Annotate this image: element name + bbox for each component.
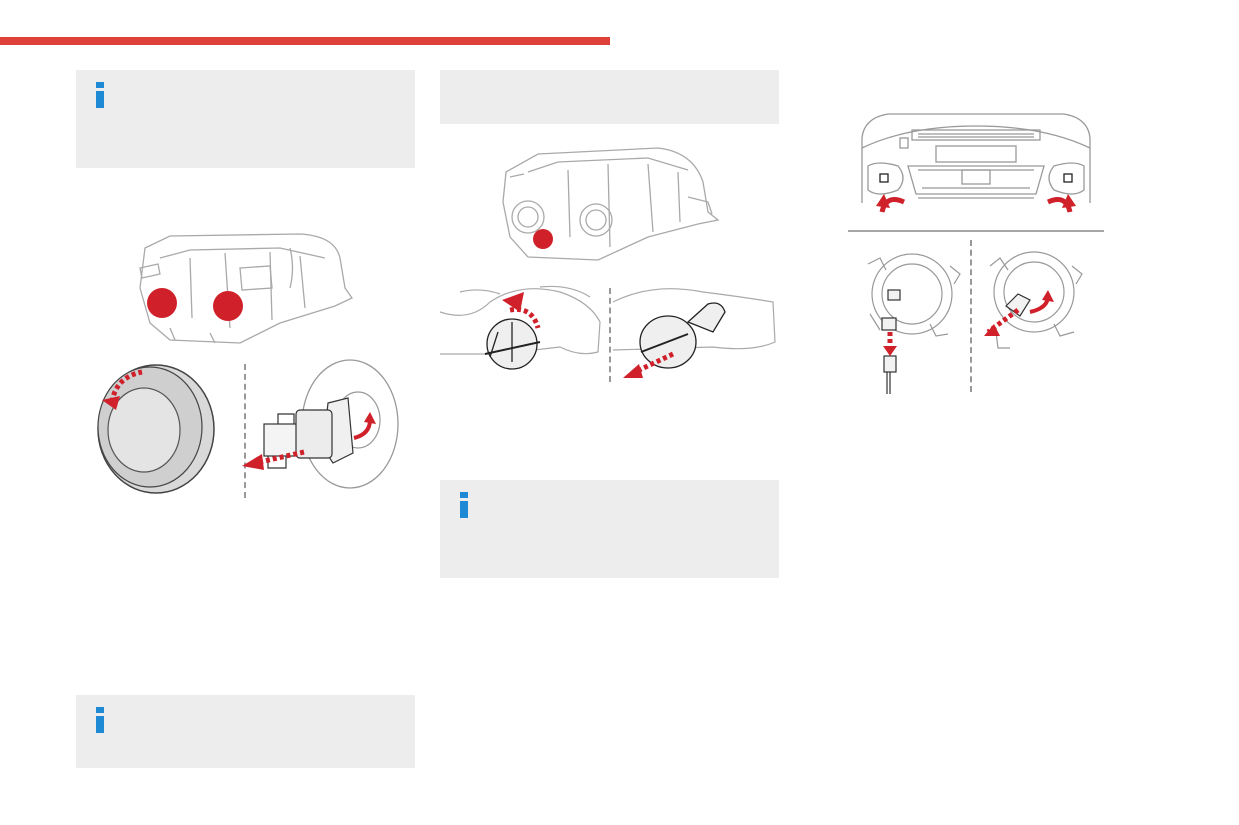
info-note-2: [76, 695, 415, 768]
bulb-extract-illustration: [613, 282, 778, 382]
info-icon: [96, 82, 105, 108]
headlamp-side-illustration: [498, 142, 723, 267]
info-icon: [460, 492, 469, 518]
grey-note-panel: [440, 70, 779, 124]
chapter-header-bar: [0, 37, 610, 45]
bulb-removal-illustration: [238, 358, 403, 493]
info-icon: [96, 707, 105, 733]
info-note-1: [76, 70, 415, 168]
headlamp-rear-illustration: [130, 228, 360, 348]
divider-dashed-3: [970, 240, 972, 392]
fog-lamp-bulb-illustration: [982, 244, 1087, 354]
divider-dashed-1: [244, 364, 246, 498]
divider-dashed-2: [609, 288, 611, 382]
cover-removal-illustration: [94, 362, 219, 497]
bulb-twist-illustration: [440, 282, 605, 382]
fog-lamp-connector-illustration: [860, 244, 965, 394]
info-note-3: [440, 480, 779, 578]
car-front-bumper-illustration: [848, 108, 1104, 234]
